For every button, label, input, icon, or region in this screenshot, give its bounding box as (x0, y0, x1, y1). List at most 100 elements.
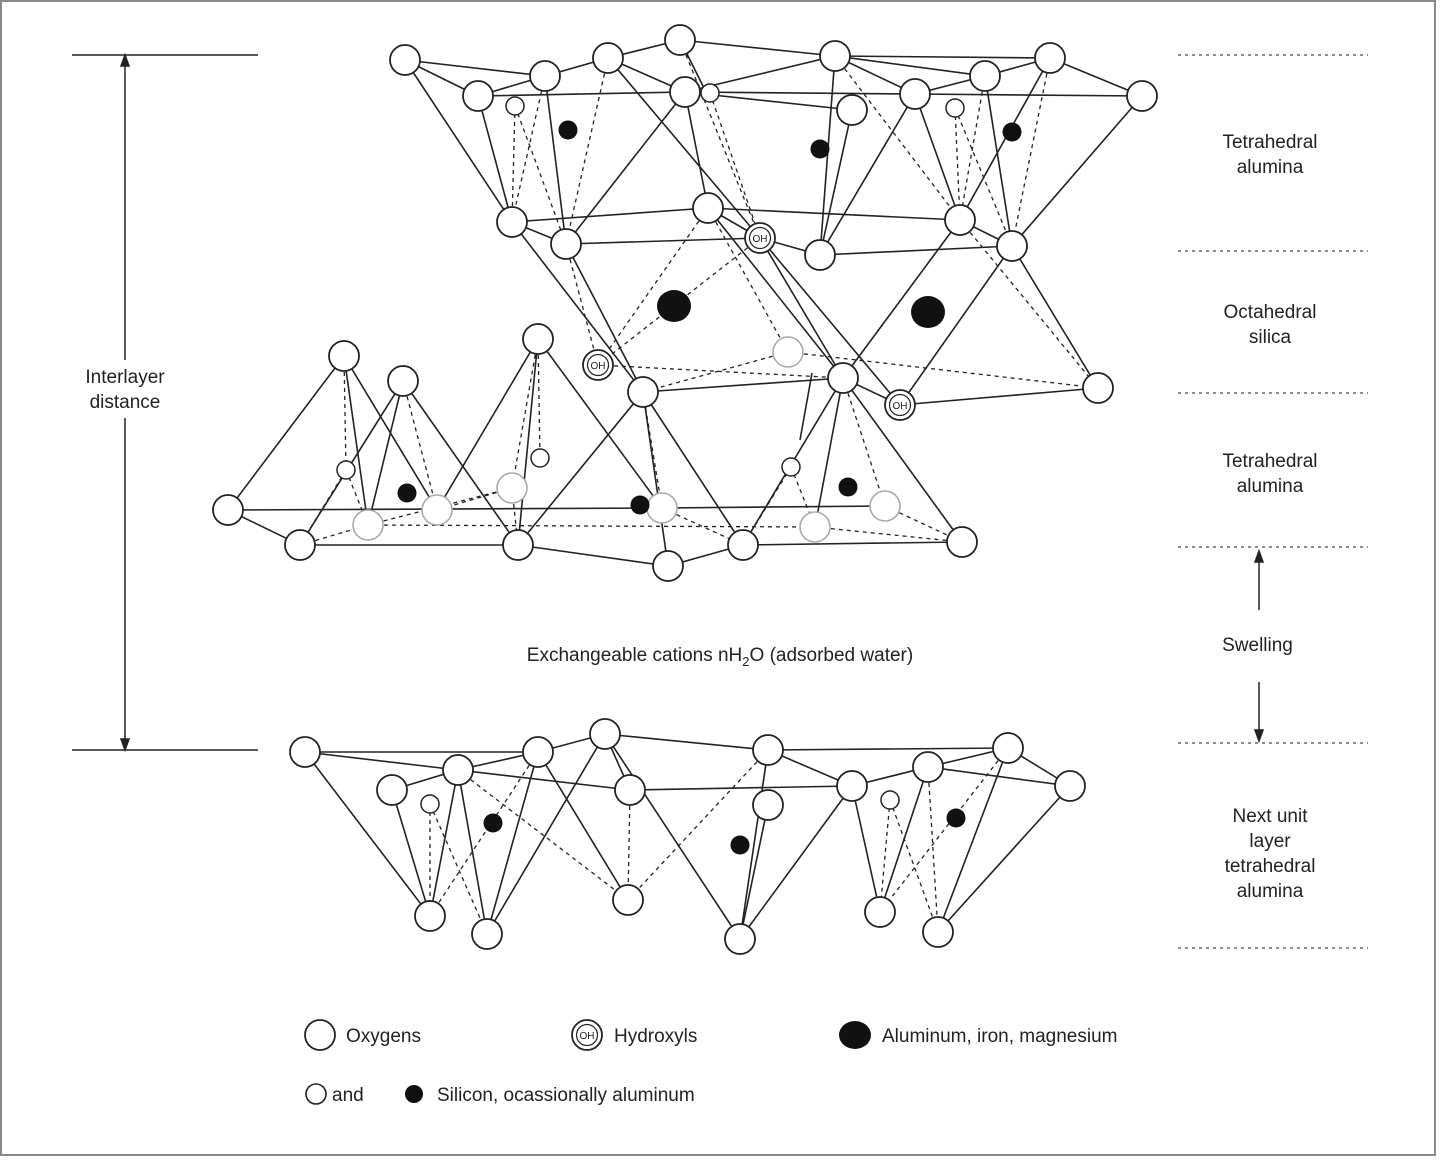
oxygen-atom (992, 732, 1024, 764)
label-line: Tetrahedral (1222, 132, 1318, 153)
oxygen-atom (496, 206, 528, 238)
legend-and-label: and (332, 1085, 364, 1106)
silicon-site-open (336, 460, 356, 480)
oxygen-atom (996, 230, 1028, 262)
oxygen-atom-rear (646, 492, 678, 524)
metal-atom (911, 296, 945, 328)
oxygen-atom (864, 896, 896, 928)
oxygen-atom (836, 94, 868, 126)
swelling-arrows (1253, 548, 1265, 744)
oxygen-atom (944, 204, 976, 236)
oxygen-atom (376, 774, 408, 806)
oxygen-atom (1082, 372, 1114, 404)
oxygen-atom (462, 80, 494, 112)
top-sheet-bonds (404, 39, 1143, 406)
legend-oxygen-symbol (304, 1019, 336, 1051)
oxygen-atom (819, 40, 851, 72)
oxygen-atom (529, 60, 561, 92)
oxygen-atom (836, 770, 868, 802)
label-line: Interlayer (85, 367, 165, 388)
exchangeable-suffix: O (adsorbed water) (749, 645, 914, 666)
silicon-site-open (530, 448, 550, 468)
oxygen-atom (612, 884, 644, 916)
legend-oxygens-label: Oxygens (346, 1026, 421, 1047)
oxygen-atom (627, 376, 659, 408)
legend-symbols: OH (304, 1019, 871, 1105)
oxygen-atom (692, 192, 724, 224)
hydroxyl-glyph: OH (591, 361, 606, 372)
silicon-atom (1002, 122, 1022, 142)
oxygen-atom-rear (869, 490, 901, 522)
hydroxyl-inner-ring (748, 226, 772, 250)
silicon-atom (810, 139, 830, 159)
exchangeable-prefix: Exchangeable cations nH (526, 645, 743, 666)
oxygen-atom (289, 736, 321, 768)
silicon-atom (630, 495, 650, 515)
label-line: distance (89, 392, 161, 413)
legend-hydroxyls-label: Hydroxyls (614, 1026, 698, 1047)
oxygen-atom (727, 529, 759, 561)
oxygen-atom (804, 239, 836, 271)
metal-atom (657, 290, 691, 322)
oxygen-atom (652, 550, 684, 582)
oxygen-atom (724, 923, 756, 955)
hydroxyl-glyph: OH (893, 401, 908, 412)
oxygen-atom (969, 60, 1001, 92)
bottom-sheet-hidden-bonds (429, 747, 1009, 935)
oxygen-atom (414, 900, 446, 932)
oxygen-atom-rear (352, 509, 384, 541)
top-sheet-hidden-bonds (511, 39, 1099, 393)
oxygen-atom (1054, 770, 1086, 802)
oxygen-atom (284, 529, 316, 561)
hydroxyl-glyph: OH (753, 234, 768, 245)
oxygen-atom (522, 736, 554, 768)
hydroxyl-inner-ring (888, 393, 912, 417)
label-exchangeable-cations: Exchangeable cations nH2O (adsorbed wate… (470, 643, 970, 674)
label-tetrahedral-bottom: Tetrahedral alumina (1195, 449, 1345, 499)
silicon-atom (483, 813, 503, 833)
legend-silicon-label: Silicon, ocassionally aluminum (437, 1085, 695, 1106)
atoms: OH OH OH (212, 24, 1158, 955)
legend-small-open-symbol (305, 1083, 327, 1105)
oxygen-atom (1126, 80, 1158, 112)
legend-metal-symbol (839, 1021, 871, 1049)
label-swelling: Swelling (1222, 635, 1293, 656)
label-line: tetrahedral (1224, 856, 1316, 877)
oxygen-atom (212, 494, 244, 526)
oxygen-atom (912, 751, 944, 783)
oxygen-atom (922, 916, 954, 948)
oxygen-atom (1034, 42, 1066, 74)
oxygen-atom-rear (772, 336, 804, 368)
silicon-site-open (781, 457, 801, 477)
legend-hydroxyl-glyph: OH (580, 1031, 595, 1042)
exchangeable-subscript: 2 (742, 653, 750, 669)
label-line: Next unit (1232, 806, 1308, 827)
oxygen-atom (522, 323, 554, 355)
label-line: layer (1249, 831, 1291, 852)
oxygen-atom-rear (421, 494, 453, 526)
oxygen-atom (664, 24, 696, 56)
oxygen-atom (471, 918, 503, 950)
oxygen-atom (389, 44, 421, 76)
oxygen-atom (387, 365, 419, 397)
oxygen-atom (592, 42, 624, 74)
oxygen-atom (899, 78, 931, 110)
label-next-unit: Next unit layer tetrahedral alumina (1195, 804, 1345, 904)
label-line: alumina (1236, 157, 1304, 178)
label-line: Octahedral (1223, 302, 1317, 323)
oxygen-atom (328, 340, 360, 372)
oxygen-atom (669, 76, 701, 108)
silicon-atom (397, 483, 417, 503)
oxygen-atom (827, 362, 859, 394)
label-interlayer-distance: Interlayer distance (55, 365, 195, 415)
oxygen-atom (589, 718, 621, 750)
silicon-site-open (505, 96, 525, 116)
silicon-site-open (700, 83, 720, 103)
legend-metals-label: Aluminum, iron, magnesium (882, 1026, 1118, 1047)
silicon-site-open (420, 794, 440, 814)
oxygen-atom-rear (496, 472, 528, 504)
hydroxyl-inner-ring (586, 353, 610, 377)
label-octahedral: Octahedral silica (1195, 300, 1345, 350)
